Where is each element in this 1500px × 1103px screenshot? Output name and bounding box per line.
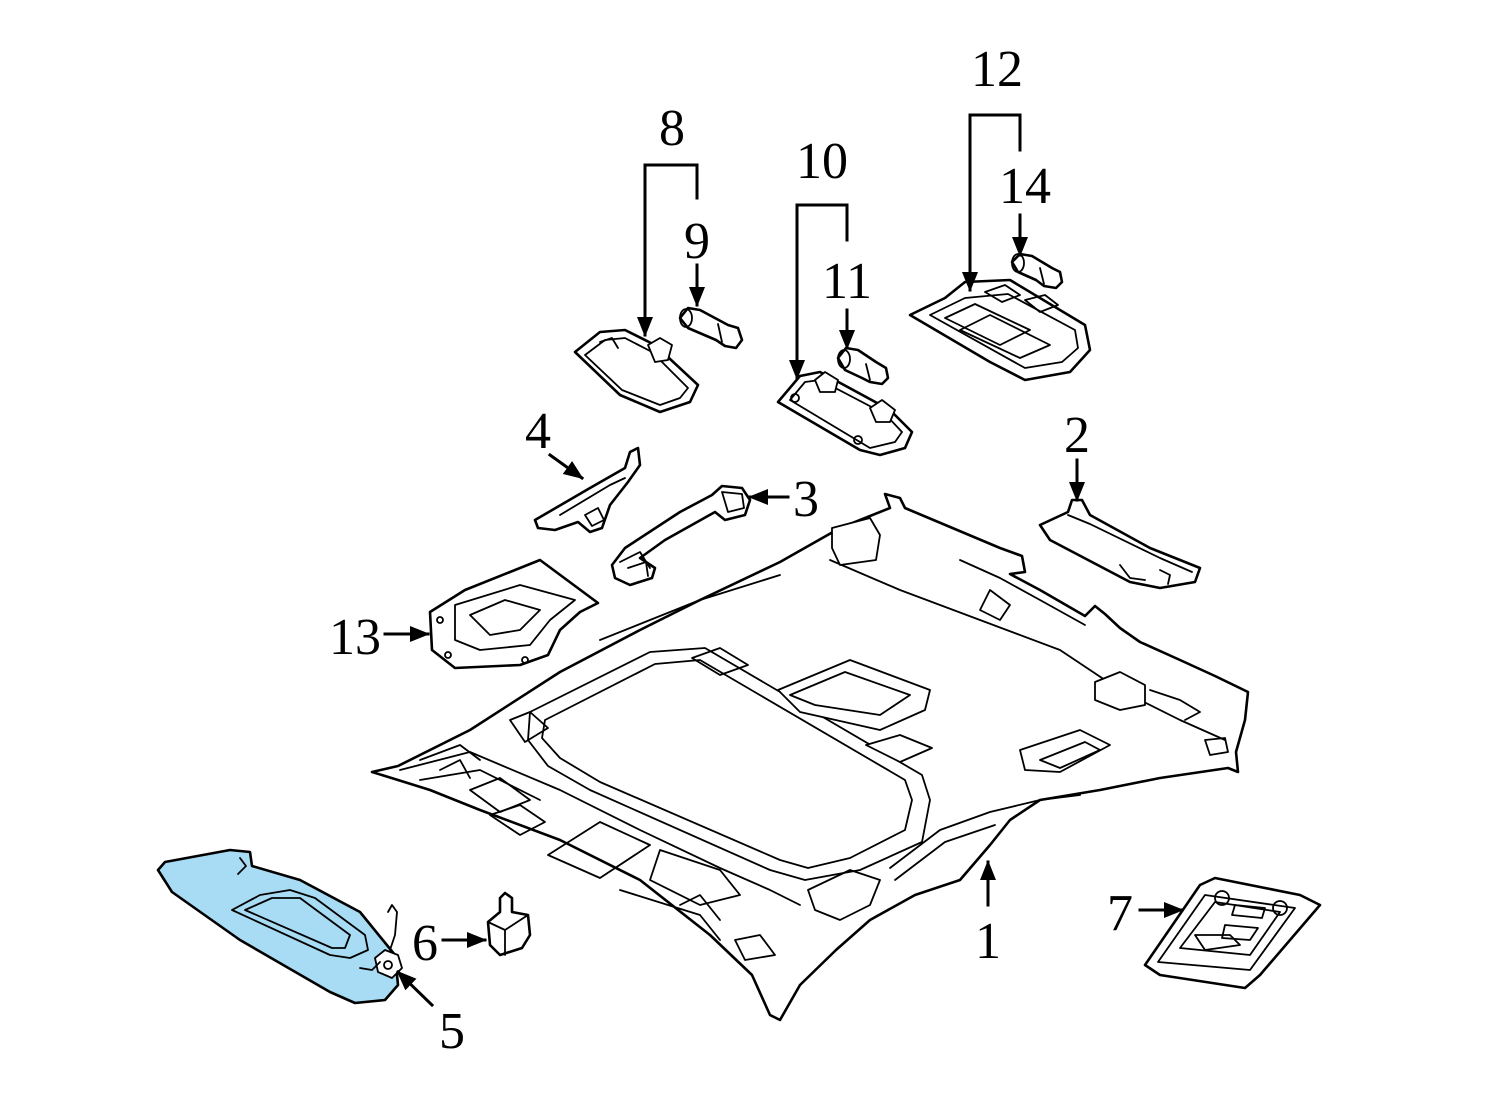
front-console-part-7[interactable] xyxy=(1143,876,1322,990)
callout-9: 9 xyxy=(684,213,710,270)
callout-labels: 1 2 3 4 5 6 7 8 9 10 11 12 13 14 xyxy=(329,41,1133,1060)
bracket-part-4[interactable] xyxy=(533,446,642,534)
callout-10: 10 xyxy=(796,133,848,190)
overhead-panel-part-13[interactable] xyxy=(428,558,600,670)
bulb-part-11[interactable] xyxy=(836,346,890,386)
callout-6: 6 xyxy=(412,915,438,972)
callout-7: 7 xyxy=(1107,885,1133,942)
callout-3: 3 xyxy=(793,471,819,528)
callout-13: 13 xyxy=(329,609,381,666)
headliner-part-1[interactable] xyxy=(370,492,1250,1022)
sun-visor-part-5[interactable] xyxy=(156,848,403,1005)
lamp-unit-part-10[interactable] xyxy=(776,370,914,457)
callout-5: 5 xyxy=(439,1003,465,1060)
callout-1: 1 xyxy=(975,913,1001,970)
visor-clip-part-6[interactable] xyxy=(486,891,532,957)
callout-11: 11 xyxy=(822,253,872,310)
grab-handle-part-3[interactable] xyxy=(610,484,752,587)
lamp-housing-part-8[interactable] xyxy=(573,328,700,414)
callout-2: 2 xyxy=(1064,407,1090,464)
callout-4: 4 xyxy=(525,403,551,460)
leader-lines xyxy=(383,113,1184,1008)
bulb-part-9[interactable] xyxy=(678,306,744,350)
callout-14: 14 xyxy=(999,158,1051,215)
trim-panel-part-2[interactable] xyxy=(1038,498,1202,590)
callout-12: 12 xyxy=(971,41,1023,98)
callout-8: 8 xyxy=(659,100,685,157)
overhead-console-part-12[interactable] xyxy=(908,278,1092,382)
bulb-part-14[interactable] xyxy=(1010,252,1064,290)
